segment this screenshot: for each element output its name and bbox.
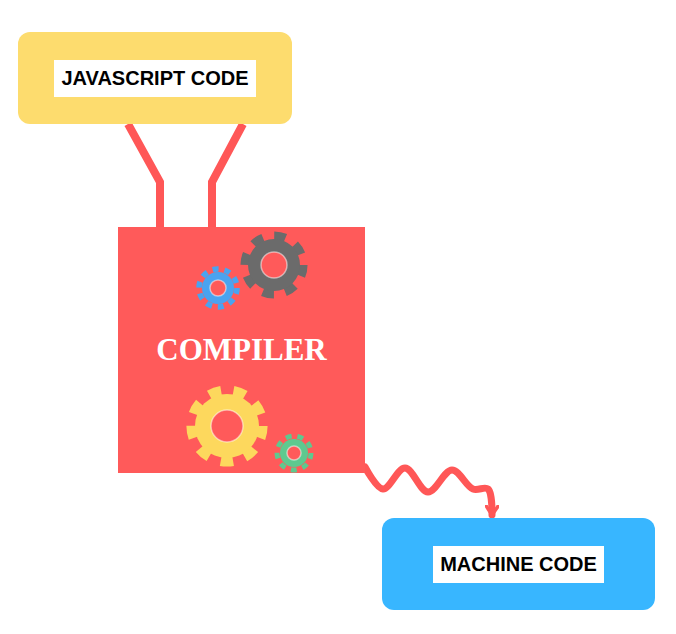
gear-icon <box>245 236 303 294</box>
wavy-arrow <box>365 467 492 515</box>
code-label: MACHINE CODE <box>433 546 604 583</box>
code-box: JAVASCRIPT CODE <box>18 32 292 124</box>
connector-path <box>365 467 492 515</box>
plug-connector <box>128 124 243 227</box>
connector-leg <box>128 124 160 227</box>
compiler-box: COMPILER <box>118 227 365 473</box>
connector-leg <box>212 124 243 227</box>
gear-icon <box>199 269 237 307</box>
code-label: JAVASCRIPT CODE <box>54 60 255 97</box>
compiler-label: COMPILER <box>156 332 327 368</box>
gear-icon <box>277 436 311 470</box>
code-box: MACHINE CODE <box>382 518 655 610</box>
gear-icon <box>192 391 262 461</box>
